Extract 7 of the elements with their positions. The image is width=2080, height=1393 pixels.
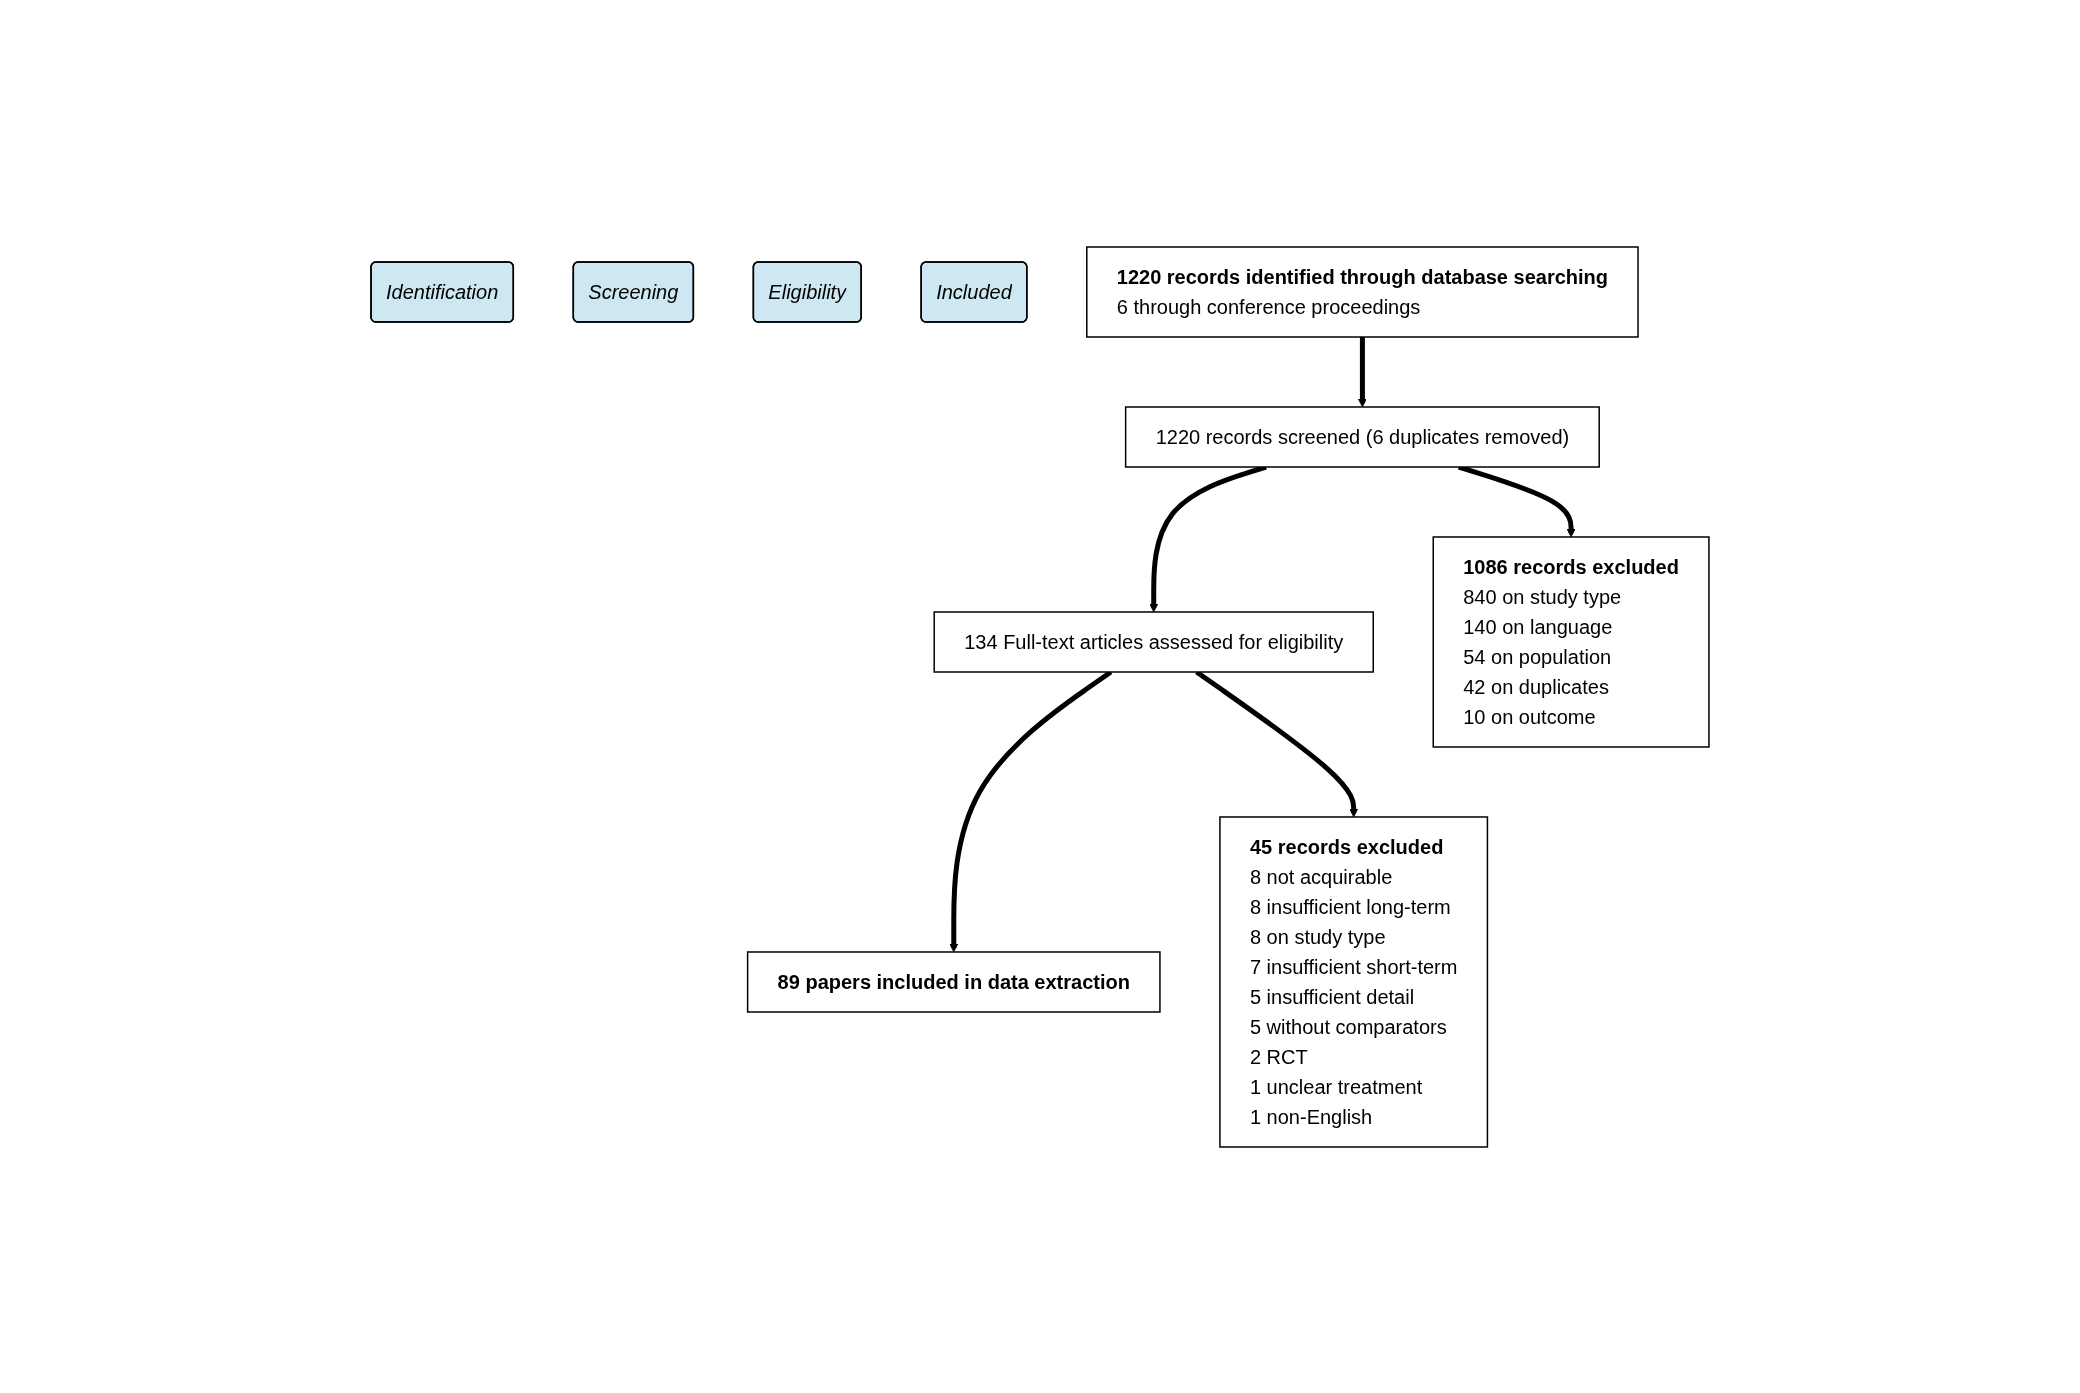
node-box: 45 records excluded 8 not acquirable 8 insufficient long-term 8 on study type 7 insufficient short-term 5 insufficient detail 5 without comparators 2 RCT 1 unclear treatment 1 non-English (1219, 815, 1489, 1148)
node-box: 1220 records screened (6 duplicates removed) (1124, 405, 1600, 468)
node-box: 134 Full-text articles assessed for eligibility (933, 610, 1375, 673)
arrow (1358, 336, 1367, 407)
node-box: 89 papers included in data extraction (746, 950, 1161, 1013)
node-box: 1086 records excluded 840 on study type 140 on language 54 on population 42 on duplicates 10 on outcome (1432, 535, 1710, 748)
node-box: 1220 records identified through database searching 6 through conference proceedings (1086, 245, 1639, 338)
